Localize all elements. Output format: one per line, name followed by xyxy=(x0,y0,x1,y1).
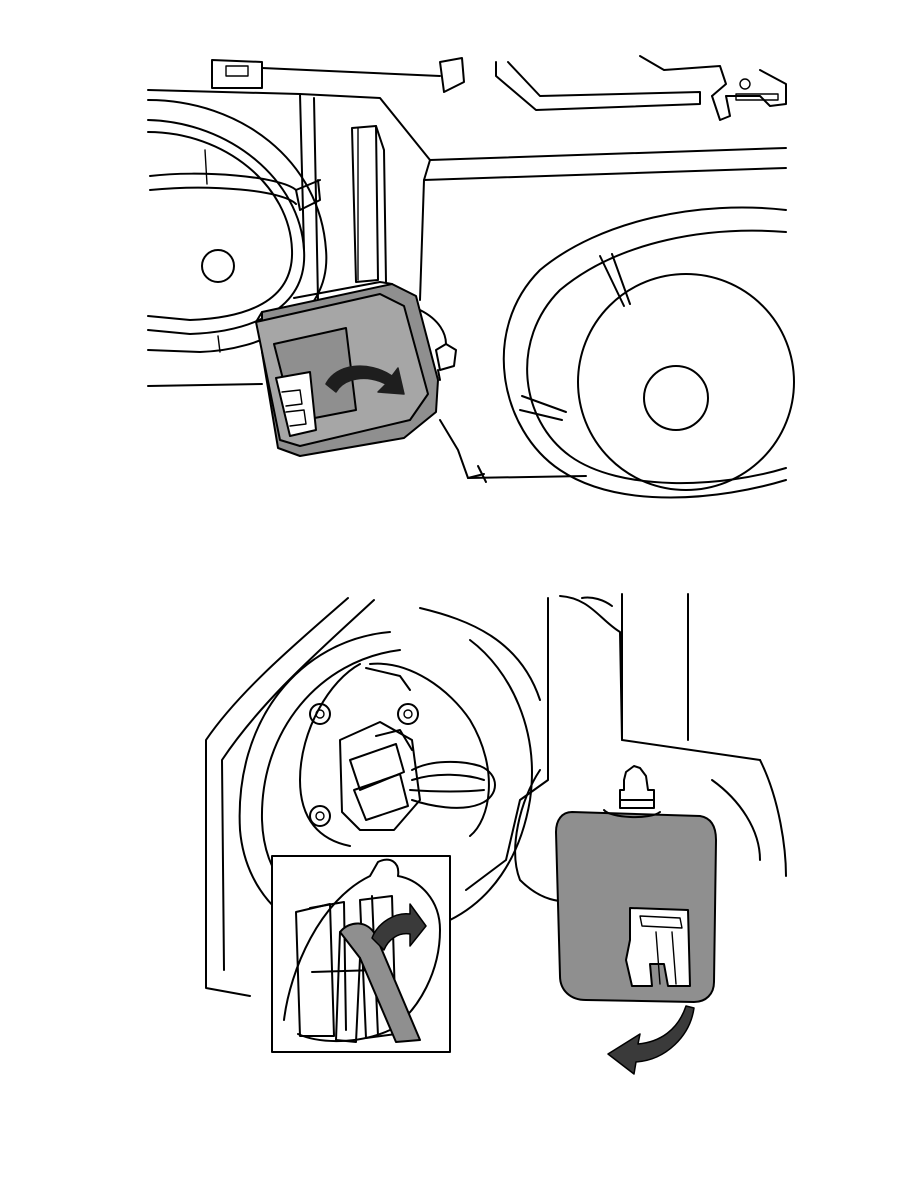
housing-lower xyxy=(205,593,787,997)
press-arrow-icon xyxy=(371,903,427,951)
right-vent xyxy=(502,206,795,499)
rotate-arrow-icon xyxy=(325,365,405,395)
left-vent xyxy=(147,89,328,387)
release-arrow-icon xyxy=(607,1005,695,1075)
detail-inset xyxy=(271,855,451,1053)
actuator-motor-bottom xyxy=(555,765,717,1003)
lower-figure xyxy=(205,593,787,1075)
housing-wall xyxy=(299,93,787,483)
upper-figure xyxy=(147,55,795,499)
housing-top-edge xyxy=(211,55,787,121)
